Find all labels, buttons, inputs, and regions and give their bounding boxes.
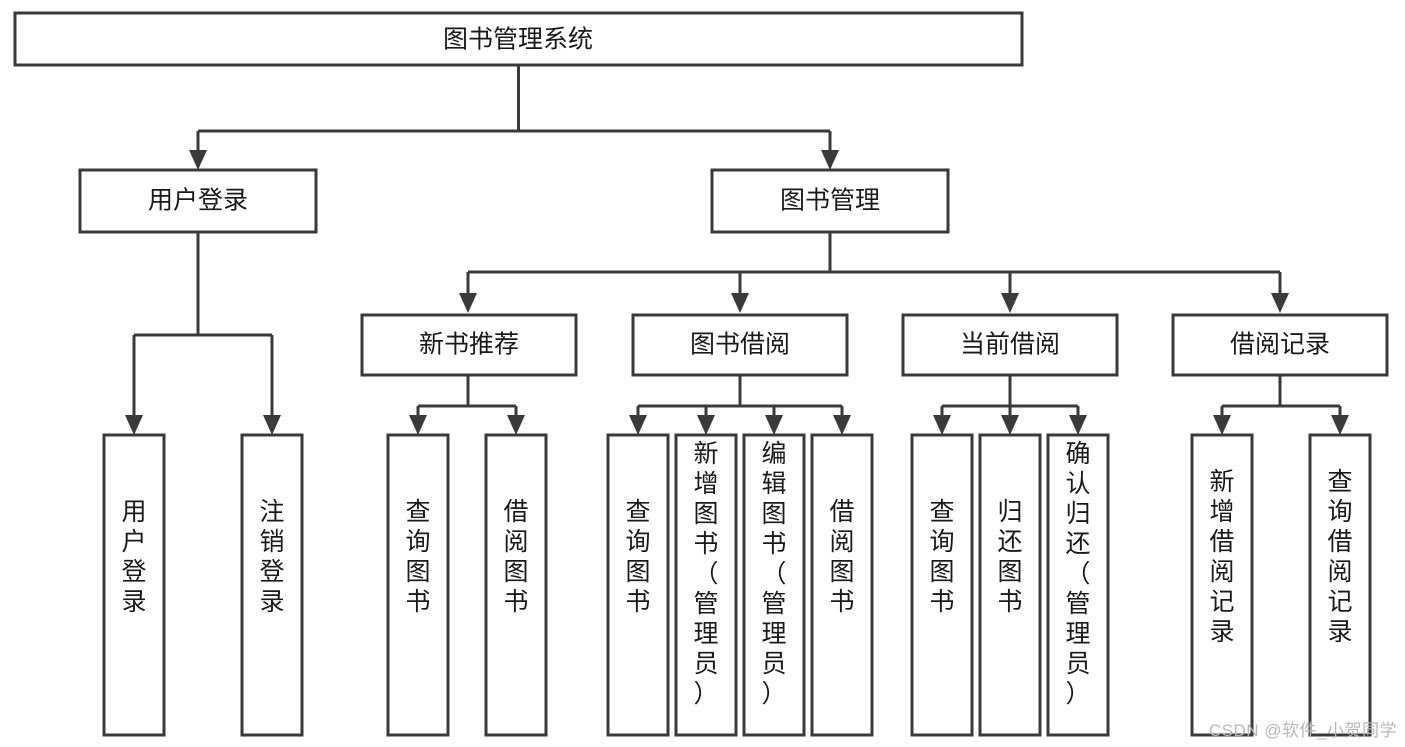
arrow-rc-c1 xyxy=(1213,415,1231,435)
arrow-to-current xyxy=(1001,293,1019,313)
node-user-login[interactable]: 用户登录 xyxy=(78,168,318,234)
arrow-nb-c2 xyxy=(507,415,525,435)
leaf-box[interactable] xyxy=(742,433,806,737)
leaf-box[interactable] xyxy=(674,433,738,737)
leaf-node[interactable]: 新增借阅记录 xyxy=(1190,433,1254,737)
arrow-cb-c2 xyxy=(1001,415,1019,435)
arrow-to-book-mgmt xyxy=(821,150,839,170)
arrow-nb-c1 xyxy=(409,415,427,435)
leaf-node[interactable]: 确认归还（管理员） xyxy=(1046,433,1110,737)
node-root-system[interactable]: 图书管理系统 xyxy=(13,11,1024,67)
node-current-borrow-label: 当前借阅 xyxy=(960,331,1060,359)
node-book-borrow-box[interactable] xyxy=(631,313,849,377)
leaf-node[interactable]: 归还图书 xyxy=(978,433,1042,737)
arrow-to-record xyxy=(1271,293,1289,313)
csdn-watermark: CSDN @软件_小贺同学 xyxy=(1208,721,1397,740)
leaf-node[interactable]: 查询图书 xyxy=(606,433,670,737)
node-book-management-box[interactable] xyxy=(710,168,950,234)
leaf-label: 查询图书 xyxy=(405,498,430,616)
arrow-bb-c2 xyxy=(697,415,715,435)
node-book-borrow-label: 图书借阅 xyxy=(690,331,790,359)
node-user-login-box[interactable] xyxy=(78,168,318,234)
leaf-box[interactable] xyxy=(1308,433,1372,737)
arrow-to-user-login xyxy=(189,150,207,170)
arrow-ul-child1 xyxy=(125,415,143,435)
leaf-box[interactable] xyxy=(910,433,974,737)
arrow-bb-c4 xyxy=(833,415,851,435)
arrow-rc-c2 xyxy=(1331,415,1349,435)
leaf-node[interactable]: 查询图书 xyxy=(386,433,450,737)
node-borrow-record-label: 借阅记录 xyxy=(1230,331,1330,359)
leaf-label: 确认归还（管理员） xyxy=(1065,440,1090,708)
leaf-label: 归还图书 xyxy=(997,498,1022,616)
leaf-node[interactable]: 查询借阅记录 xyxy=(1308,433,1372,737)
node-new-book-recommend[interactable]: 新书推荐 xyxy=(360,313,578,377)
leaf-node[interactable]: 新增图书（管理员） xyxy=(674,433,738,737)
leaf-box[interactable] xyxy=(102,433,166,737)
arrow-to-borrow xyxy=(731,293,749,313)
leaf-label: 新增借阅记录 xyxy=(1209,468,1234,646)
edge-layer xyxy=(125,65,1349,435)
leaf-node[interactable]: 注销登录 xyxy=(240,433,304,737)
leaf-node[interactable]: 用户登录 xyxy=(102,433,166,737)
leaf-label: 借阅图书 xyxy=(829,498,854,616)
node-root-label: 图书管理系统 xyxy=(443,26,593,54)
node-user-login-label: 用户登录 xyxy=(148,187,248,215)
leaf-node[interactable]: 查询图书 xyxy=(910,433,974,737)
node-book-management-label: 图书管理 xyxy=(780,187,880,215)
node-current-borrow-box[interactable] xyxy=(901,313,1119,377)
leaf-label: 查询借阅记录 xyxy=(1327,468,1352,646)
arrow-bb-c1 xyxy=(629,415,647,435)
leaf-box[interactable] xyxy=(810,433,874,737)
arrow-ul-child2 xyxy=(263,415,281,435)
leaf-box[interactable] xyxy=(484,433,548,737)
leaf-label: 查询图书 xyxy=(929,498,954,616)
node-root-box[interactable] xyxy=(13,11,1024,67)
leaf-label: 编辑图书（管理员） xyxy=(761,440,786,708)
node-new-book-recommend-label: 新书推荐 xyxy=(419,331,519,359)
leaf-node[interactable]: 编辑图书（管理员） xyxy=(742,433,806,737)
leaf-box[interactable] xyxy=(978,433,1042,737)
arrow-cb-c3 xyxy=(1069,415,1087,435)
leaf-box[interactable] xyxy=(1046,433,1110,737)
leaf-label: 查询图书 xyxy=(625,498,650,616)
leaf-box[interactable] xyxy=(386,433,450,737)
arrow-bb-c3 xyxy=(765,415,783,435)
leaf-box[interactable] xyxy=(1190,433,1254,737)
node-borrow-record-box[interactable] xyxy=(1171,313,1389,377)
node-new-book-recommend-box[interactable] xyxy=(360,313,578,377)
leaf-label: 注销登录 xyxy=(259,498,284,616)
leaf-label: 借阅图书 xyxy=(503,498,528,616)
leaf-box[interactable] xyxy=(606,433,670,737)
leaf-node[interactable]: 借阅图书 xyxy=(484,433,548,737)
node-book-management[interactable]: 图书管理 xyxy=(710,168,950,234)
leaf-label: 新增图书（管理员） xyxy=(693,440,718,708)
node-current-borrow[interactable]: 当前借阅 xyxy=(901,313,1119,377)
leaf-label: 用户登录 xyxy=(121,498,146,616)
arrow-cb-c1 xyxy=(933,415,951,435)
leaf-node[interactable]: 借阅图书 xyxy=(810,433,874,737)
arrow-to-newbook xyxy=(459,293,477,313)
node-book-borrow[interactable]: 图书借阅 xyxy=(631,313,849,377)
node-borrow-record[interactable]: 借阅记录 xyxy=(1171,313,1389,377)
leaf-box[interactable] xyxy=(240,433,304,737)
